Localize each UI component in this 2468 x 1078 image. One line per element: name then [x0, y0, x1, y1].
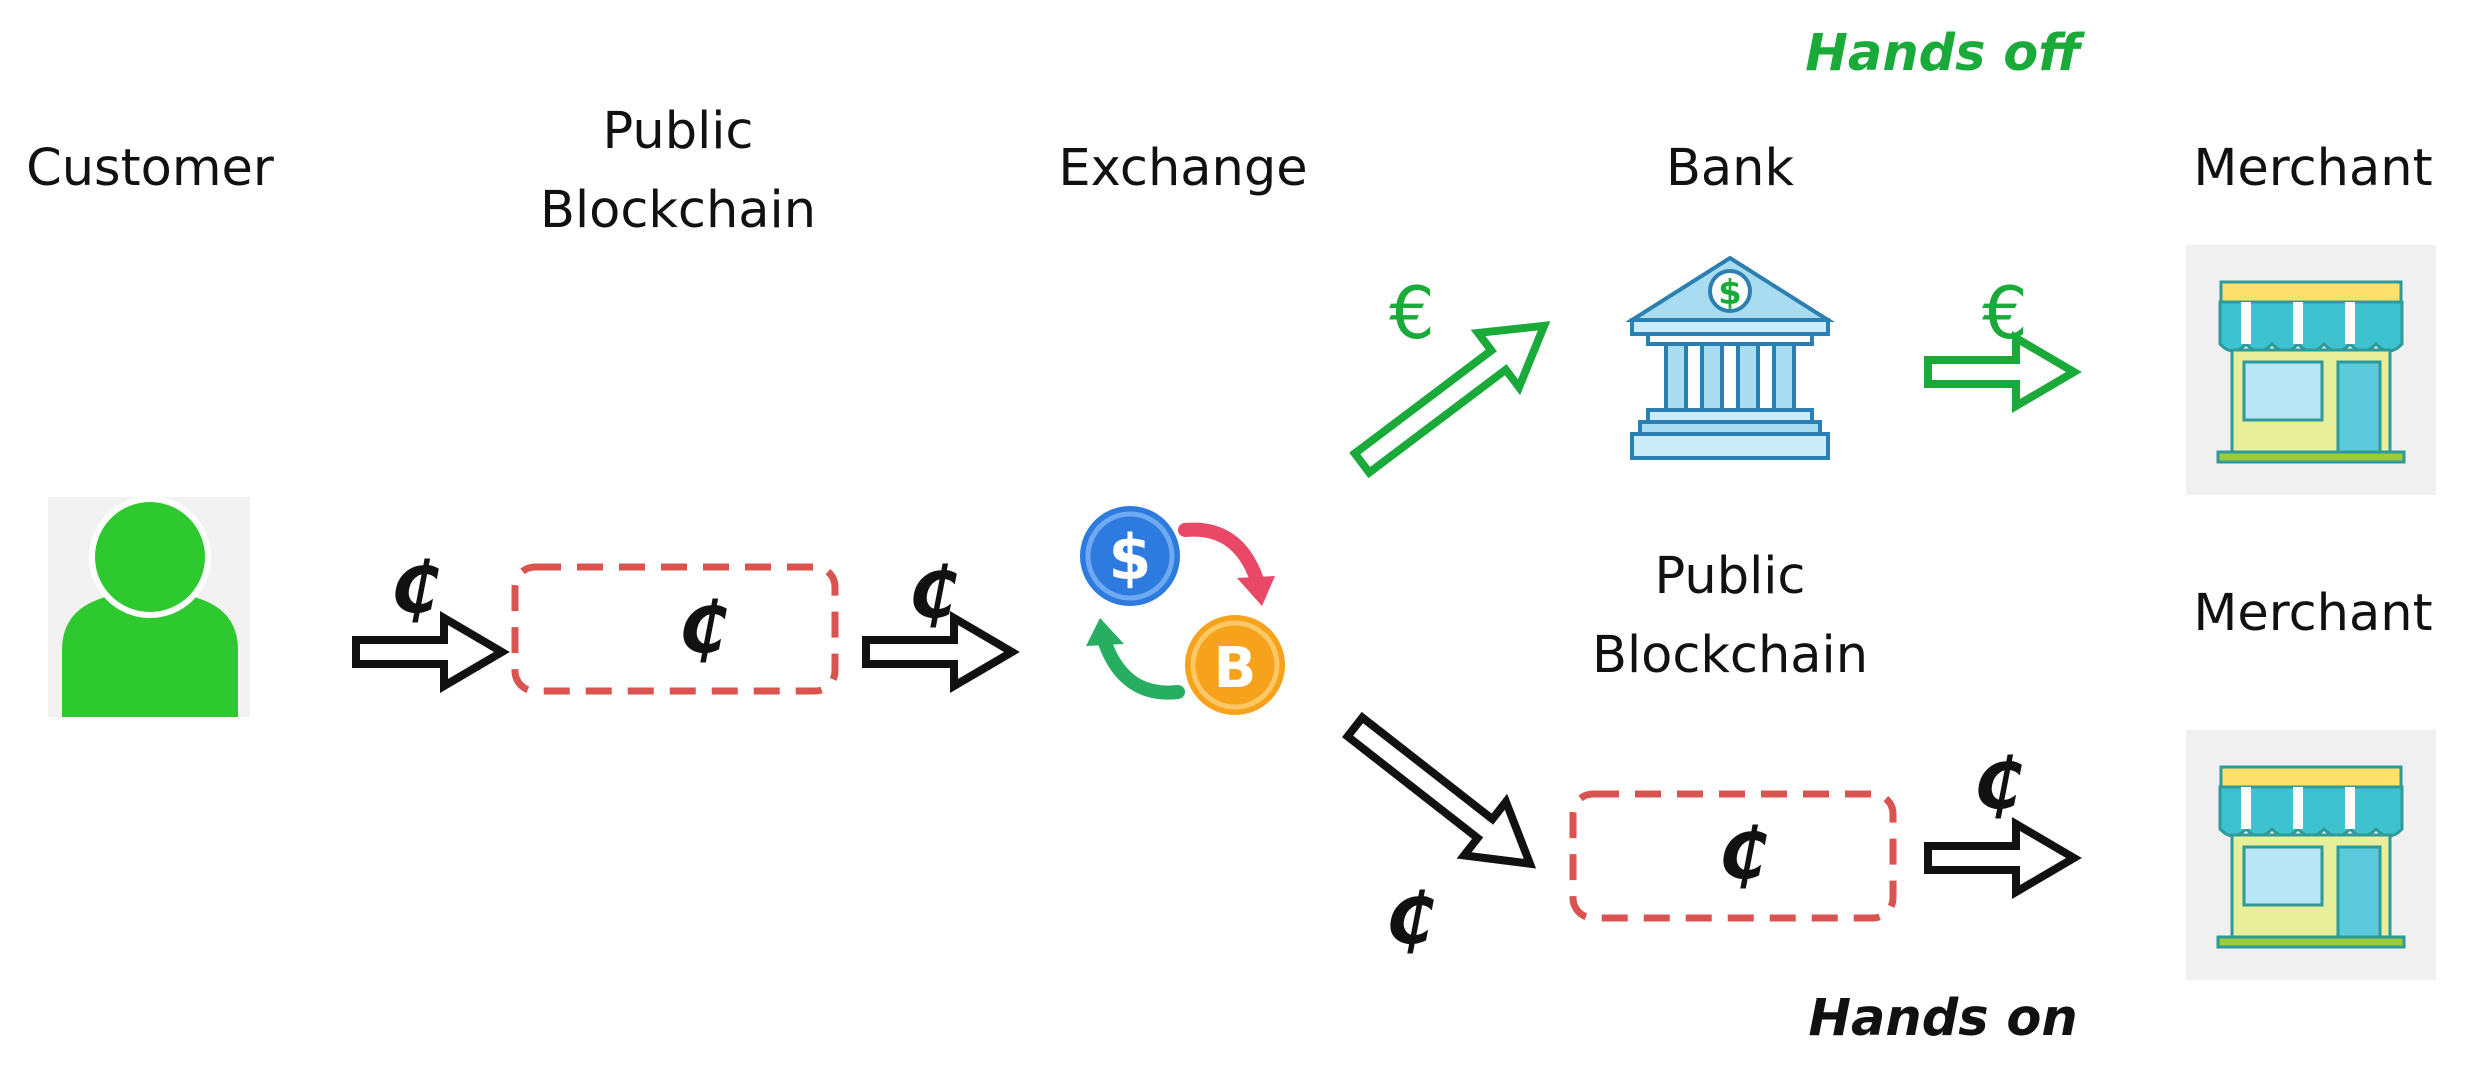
- public-blockchain-label-bottom: Public: [1655, 547, 1806, 606]
- bank-dollar-symbol: $: [1718, 273, 1742, 313]
- green-curved-arrow: [1098, 636, 1185, 700]
- arrow-blockchain-to-exchange: [862, 611, 1020, 693]
- public-blockchain-label-bottom-line2: Blockchain: [1592, 626, 1868, 685]
- public-blockchain-box-top: [511, 563, 839, 695]
- euro-symbol-exchange-to-bank: €: [1389, 271, 1435, 355]
- public-blockchain-label-top-line2: Blockchain: [540, 181, 816, 240]
- exchange-label: Exchange: [1058, 139, 1307, 198]
- arrow-exchange-to-blockchain-bottom: [1341, 711, 1537, 869]
- bank-building-icon: $: [1625, 255, 1835, 460]
- merchant-label-bottom: Merchant: [2193, 584, 2432, 643]
- coin-symbol-merchant-bottom: ₵: [1974, 743, 2023, 825]
- coin-symbol-exchange: ₵: [909, 552, 958, 634]
- merchant-label-top: Merchant: [2193, 139, 2432, 198]
- bank-label: Bank: [1666, 139, 1795, 198]
- currency-exchange-icon: $ B: [1080, 506, 1285, 715]
- bitcoin-symbol: B: [1214, 636, 1257, 701]
- coin-symbol-customer: ₵: [391, 547, 440, 629]
- euro-symbol-bank-to-merchant: €: [1982, 271, 2028, 355]
- red-curved-arrow: [1178, 522, 1264, 587]
- hands-on-tag: Hands on: [1808, 989, 2077, 1048]
- coin-symbol-blockchain-top: ₵: [679, 587, 728, 669]
- user-icon: [48, 496, 250, 717]
- public-blockchain-label-top: Public: [603, 102, 754, 161]
- storefront-icon: [2186, 730, 2436, 980]
- arrow-customer-to-blockchain: [352, 611, 510, 693]
- coin-symbol-exchange-bottom: ₵: [1386, 878, 1435, 960]
- arrow-blockchain-to-merchant-bottom: [1924, 817, 2082, 899]
- arrow-exchange-to-bank: [1349, 321, 1551, 479]
- arrow-bank-to-merchant-top: [1924, 331, 2082, 413]
- hands-off-tag: Hands off: [1805, 24, 2085, 83]
- coin-symbol-blockchain-bottom: ₵: [1719, 813, 1768, 895]
- customer-label: Customer: [26, 139, 274, 198]
- storefront-icon: [2186, 245, 2436, 495]
- dollar-symbol: $: [1108, 521, 1151, 594]
- public-blockchain-box-bottom: [1569, 790, 1897, 922]
